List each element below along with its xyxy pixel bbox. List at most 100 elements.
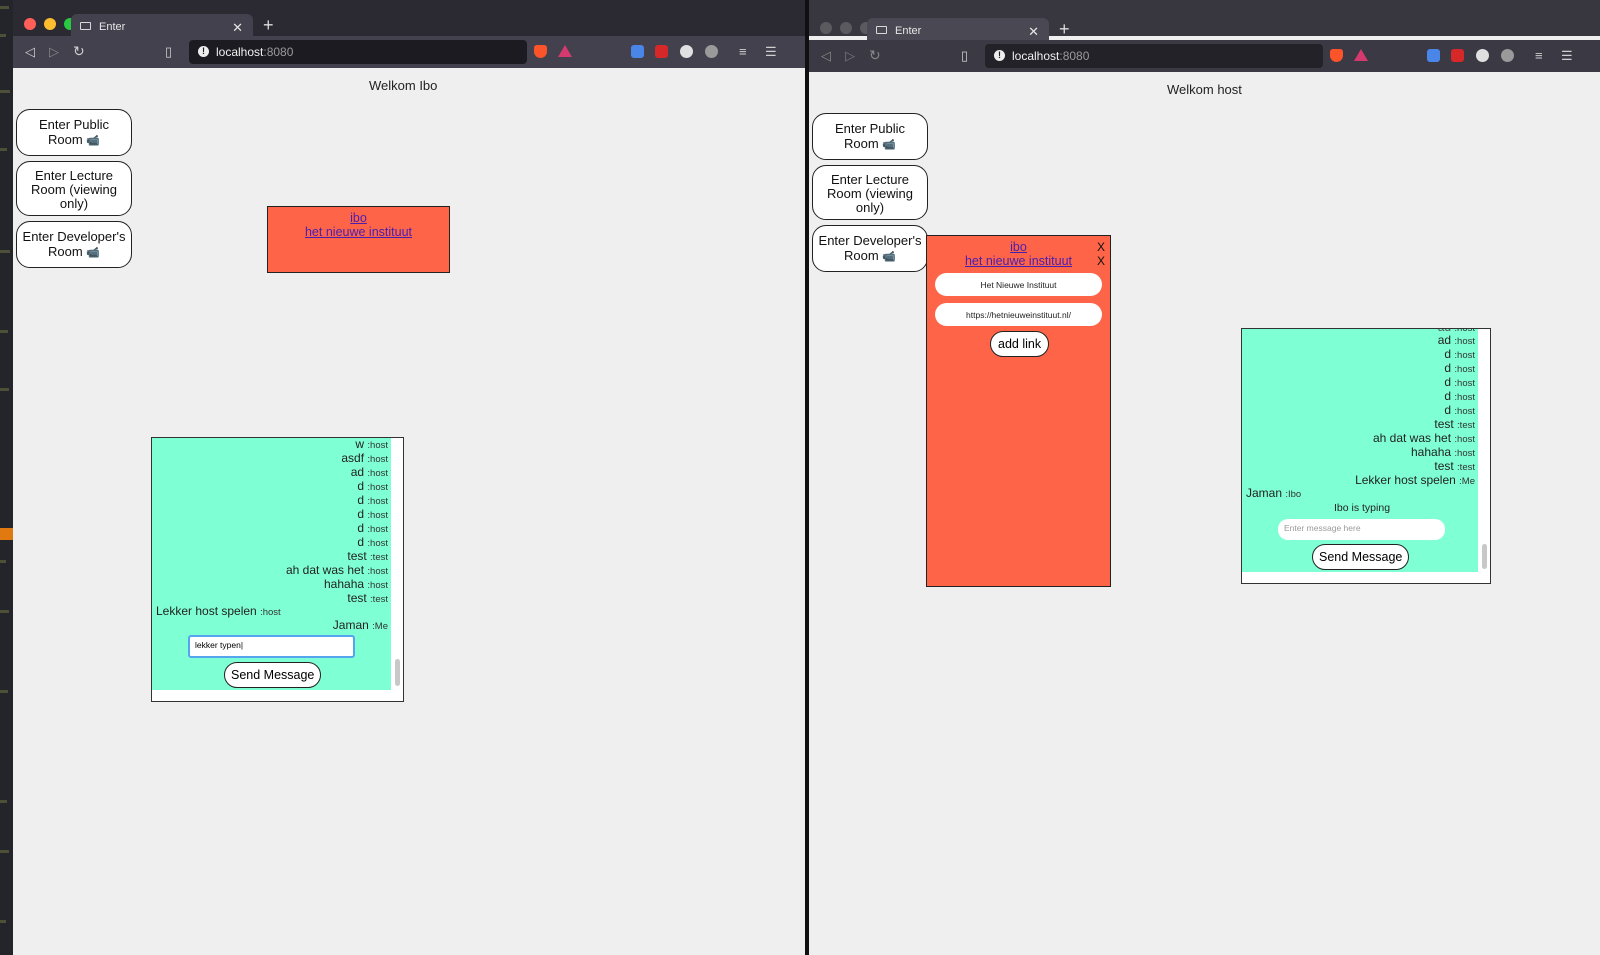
info-icon[interactable]: ! bbox=[994, 50, 1005, 61]
minimize-window-button[interactable] bbox=[44, 18, 56, 30]
close-link-button[interactable]: X bbox=[1096, 254, 1105, 268]
minimize-window-button[interactable] bbox=[840, 22, 852, 34]
link-card-expanded: ibo het nieuwe instituut X X Het Nieuwe … bbox=[926, 235, 1111, 587]
chat-message: d :host bbox=[1444, 375, 1475, 389]
video-camera-icon: 📹 bbox=[86, 247, 100, 259]
nav-bar: ◁ ▷ ↻ ▯ ! localhost:8080 ≡ ☰ bbox=[809, 40, 1600, 72]
link-card: ibo het nieuwe instituut bbox=[267, 206, 450, 273]
new-tab-button[interactable]: + bbox=[1059, 19, 1070, 39]
link-url-input[interactable]: https://hetnieuweinstituut.nl/ bbox=[935, 303, 1102, 326]
back-icon[interactable]: ◁ bbox=[25, 44, 35, 59]
brave-shield-icon[interactable] bbox=[534, 45, 547, 58]
reload-icon[interactable]: ↻ bbox=[869, 47, 881, 63]
close-tab-icon[interactable]: ✕ bbox=[1028, 24, 1039, 39]
chat-message: d :host bbox=[357, 521, 388, 535]
close-window-button[interactable] bbox=[820, 22, 832, 34]
info-icon[interactable]: ! bbox=[198, 46, 209, 57]
menu-icon[interactable]: ☰ bbox=[765, 44, 777, 59]
chat-message-own: Lekker host spelen :Me bbox=[1355, 473, 1475, 487]
brave-rewards-icon[interactable] bbox=[1354, 49, 1368, 61]
video-camera-icon: 📹 bbox=[882, 139, 896, 151]
translate-extension-icon[interactable] bbox=[1427, 49, 1440, 62]
brave-rewards-icon[interactable] bbox=[558, 45, 572, 57]
forward-icon[interactable]: ▷ bbox=[845, 48, 855, 63]
welcome-heading: Welkom host bbox=[1167, 82, 1242, 97]
password-extension-icon[interactable] bbox=[655, 45, 668, 58]
enter-public-room-button[interactable]: Enter Public Room 📹 bbox=[812, 113, 928, 160]
enter-lecture-room-button[interactable]: Enter Lecture Room (viewing only) bbox=[812, 165, 928, 220]
brave-shield-icon[interactable] bbox=[1330, 49, 1343, 62]
address-bar[interactable]: ! localhost:8080 bbox=[189, 40, 527, 64]
enter-lecture-room-button[interactable]: Enter Lecture Room (viewing only) bbox=[16, 161, 132, 216]
reload-icon[interactable]: ↻ bbox=[73, 43, 85, 59]
chat-message-other: Lekker host spelen :host bbox=[156, 604, 281, 618]
window-controls bbox=[820, 22, 872, 34]
chat-message: ad :host bbox=[350, 465, 388, 479]
enter-developers-room-button[interactable]: Enter Developer's Room 📹 bbox=[16, 221, 132, 268]
browser-tab[interactable]: Enter ✕ bbox=[71, 14, 253, 40]
chat-message: d :host bbox=[1444, 389, 1475, 403]
user-link[interactable]: ibo bbox=[350, 211, 367, 225]
typing-indicator: Ibo is typing bbox=[1334, 502, 1391, 514]
chat-message: test :test bbox=[347, 591, 388, 605]
url-text: localhost:8080 bbox=[216, 45, 294, 59]
circle-extension-icon[interactable] bbox=[1501, 49, 1514, 62]
forward-icon[interactable]: ▷ bbox=[49, 44, 59, 59]
circle-extension-icon[interactable] bbox=[705, 45, 718, 58]
playlist-icon[interactable]: ≡ bbox=[1535, 48, 1543, 63]
chat-message: ah dat was het :host bbox=[1372, 431, 1475, 445]
playlist-icon[interactable]: ≡ bbox=[739, 44, 747, 59]
close-tab-icon[interactable]: ✕ bbox=[232, 20, 243, 35]
close-card-button[interactable]: X bbox=[1096, 240, 1105, 254]
chat-message-own: Jaman :Me bbox=[332, 618, 388, 632]
page-content: Welkom host Enter Public Room 📹 Enter Le… bbox=[809, 72, 1600, 955]
cloud-extension-icon[interactable] bbox=[680, 45, 693, 58]
tab-bar: Enter ✕ + bbox=[809, 0, 1600, 40]
chat-message: ad :host bbox=[1437, 333, 1475, 347]
chat-messages: ad :host ad :host d :host d :host d :hos… bbox=[1242, 329, 1478, 572]
video-camera-icon: 📹 bbox=[882, 251, 896, 263]
chat-message: asdf :host bbox=[341, 451, 388, 465]
chat-message: d :host bbox=[357, 535, 388, 549]
enter-public-room-button[interactable]: Enter Public Room 📹 bbox=[16, 109, 132, 156]
shared-link[interactable]: het nieuwe instituut bbox=[304, 225, 412, 239]
shared-link[interactable]: het nieuwe instituut bbox=[964, 254, 1072, 268]
close-window-button[interactable] bbox=[24, 18, 36, 30]
tab-bar: Enter ✕ + bbox=[13, 0, 805, 40]
monitor-icon bbox=[80, 22, 91, 30]
bookmark-icon[interactable]: ▯ bbox=[961, 48, 969, 63]
password-extension-icon[interactable] bbox=[1451, 49, 1464, 62]
chat-scrollbar[interactable] bbox=[1482, 544, 1487, 569]
browser-tab[interactable]: Enter ✕ bbox=[867, 18, 1049, 40]
browser-window-right: Enter ✕ + ◁ ▷ ↻ ▯ ! localhost:8080 ≡ ☰ W… bbox=[809, 0, 1600, 955]
chat-message: test :test bbox=[1434, 459, 1475, 473]
new-tab-button[interactable]: + bbox=[263, 15, 274, 35]
link-name-input[interactable]: Het Nieuwe Instituut bbox=[935, 273, 1102, 296]
chat-box: w :host asdf :host ad :host d :host d :h… bbox=[151, 437, 404, 702]
enter-developers-room-button[interactable]: Enter Developer's Room 📹 bbox=[812, 225, 928, 272]
chat-message-other: Jaman :Ibo bbox=[1246, 486, 1302, 500]
user-link[interactable]: ibo bbox=[1010, 240, 1027, 254]
chat-message: d :host bbox=[357, 479, 388, 493]
chat-message-partial: ad :host bbox=[1438, 329, 1475, 334]
window-gap bbox=[805, 0, 809, 955]
video-camera-icon: 📹 bbox=[86, 135, 100, 147]
chat-message: d :host bbox=[1444, 361, 1475, 375]
translate-extension-icon[interactable] bbox=[631, 45, 644, 58]
cloud-extension-icon[interactable] bbox=[1476, 49, 1489, 62]
back-icon[interactable]: ◁ bbox=[821, 48, 831, 63]
chat-scrollbar[interactable] bbox=[395, 659, 400, 686]
message-input[interactable]: Enter message here bbox=[1278, 519, 1445, 540]
message-input[interactable]: lekker typen| bbox=[188, 635, 355, 658]
bookmark-icon[interactable]: ▯ bbox=[165, 44, 173, 59]
tab-title: Enter bbox=[99, 21, 126, 33]
address-bar[interactable]: ! localhost:8080 bbox=[985, 44, 1323, 68]
url-text: localhost:8080 bbox=[1012, 49, 1090, 63]
send-message-button[interactable]: Send Message bbox=[1312, 544, 1410, 570]
add-link-button[interactable]: add link bbox=[990, 331, 1050, 357]
browser-window-left: Enter ✕ + ◁ ▷ ↻ ▯ ! localhost:8080 ≡ ☰ W… bbox=[13, 0, 805, 955]
welcome-heading: Welkom Ibo bbox=[369, 78, 438, 93]
page-content: Welkom Ibo Enter Public Room 📹 Enter Lec… bbox=[13, 68, 805, 955]
send-message-button[interactable]: Send Message bbox=[224, 662, 322, 688]
menu-icon[interactable]: ☰ bbox=[1561, 48, 1573, 63]
